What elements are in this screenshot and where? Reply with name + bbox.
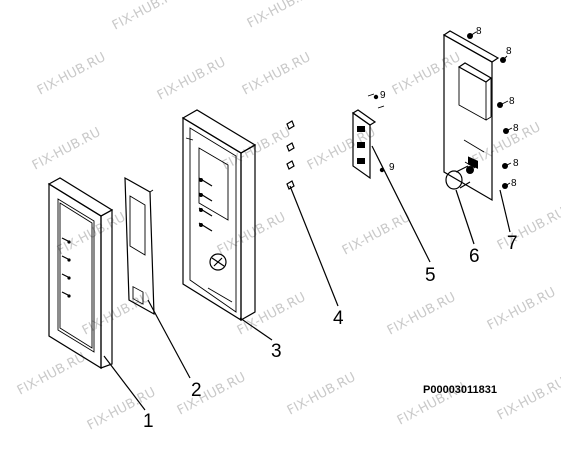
- leader-line-2: [147, 299, 191, 379]
- watermark: FIX-HUB.RU: [470, 120, 543, 169]
- watermark: FIX-HUB.RU: [80, 290, 153, 339]
- watermark: FIX-HUB.RU: [175, 370, 248, 419]
- leader-line-4: [289, 185, 339, 307]
- callout-2: 2: [191, 380, 202, 401]
- part-2-membrane-foil: [124, 176, 155, 316]
- part-1-front-frame: [47, 177, 114, 370]
- watermark: FIX-HUB.RU: [110, 0, 183, 34]
- watermark: FIX-HUB.RU: [285, 370, 358, 419]
- screw-8: 8: [503, 123, 519, 134]
- screw-label-8: 8: [506, 46, 512, 57]
- part-4-clips: [286, 120, 295, 190]
- leader-line-1: [103, 355, 146, 411]
- screw-8: 8: [502, 158, 519, 169]
- watermark: FIX-HUB.RU: [30, 125, 103, 174]
- leader-line-7: [499, 189, 511, 233]
- callout-7: 7: [507, 233, 518, 254]
- watermark: FIX-HUB.RU: [245, 0, 318, 32]
- screw-8: 8: [497, 96, 515, 108]
- part-code: P00003011831: [423, 384, 497, 396]
- part-7-electronic-board: [442, 30, 500, 202]
- watermark: FIX-HUB.RU: [155, 55, 228, 104]
- screws: 8 8 8 8 8 8 9 9: [380, 26, 519, 189]
- screw-8: 8: [500, 46, 512, 63]
- leader-line-5: [371, 145, 431, 263]
- screw-label-8: 8: [509, 96, 515, 107]
- screw-label-9: 9: [380, 90, 386, 101]
- callout-1: 1: [143, 411, 154, 432]
- watermark: FIX-HUB.RU: [305, 125, 378, 174]
- part-3-control-housing: [181, 109, 257, 322]
- watermark: FIX-HUB.RU: [35, 50, 108, 99]
- callout-4: 4: [333, 308, 344, 329]
- leader-line-6: [455, 189, 475, 245]
- screw-label-8: 8: [513, 123, 519, 134]
- screw-label-9: 9: [389, 162, 395, 173]
- watermark: FIX-HUB.RU: [240, 50, 313, 99]
- screw-label-8: 8: [513, 158, 519, 169]
- watermark: FIX-HUB.RU: [215, 210, 288, 259]
- part-6-knob: [445, 165, 474, 190]
- callout-6: 6: [469, 246, 480, 267]
- panel-buttons: [61, 237, 71, 298]
- watermark: FIX-HUB.RU: [15, 350, 88, 399]
- watermark: FIX-HUB.RU: [385, 290, 458, 339]
- screw-8: 8: [502, 178, 517, 189]
- screw-9: 9: [389, 162, 395, 173]
- callout-labels: 1 2 3 4 5 6 7: [143, 233, 518, 432]
- part-5-switch-board: [351, 93, 385, 180]
- watermark: FIX-HUB.RU: [220, 125, 293, 174]
- leader-line-3: [239, 317, 273, 341]
- watermark: FIX-HUB.RU: [340, 210, 413, 259]
- watermark-layer: FIX-HUB.RU FIX-HUB.RU FIX-HUB.RU FIX-HUB…: [15, 0, 561, 434]
- callout-5: 5: [425, 265, 436, 286]
- screw-label-8: 8: [511, 178, 517, 189]
- watermark: FIX-HUB.RU: [495, 375, 561, 424]
- callout-3: 3: [271, 341, 282, 362]
- leader-lines: [103, 145, 511, 411]
- watermark: FIX-HUB.RU: [485, 285, 558, 334]
- watermark: FIX-HUB.RU: [55, 210, 128, 259]
- housing-slots: [198, 177, 213, 232]
- screw-label-8: 8: [476, 26, 482, 37]
- screw-9: 9: [380, 90, 386, 101]
- screw-8: 8: [467, 26, 482, 39]
- watermark: FIX-HUB.RU: [390, 50, 463, 99]
- watermark: FIX-HUB.RU: [235, 290, 308, 339]
